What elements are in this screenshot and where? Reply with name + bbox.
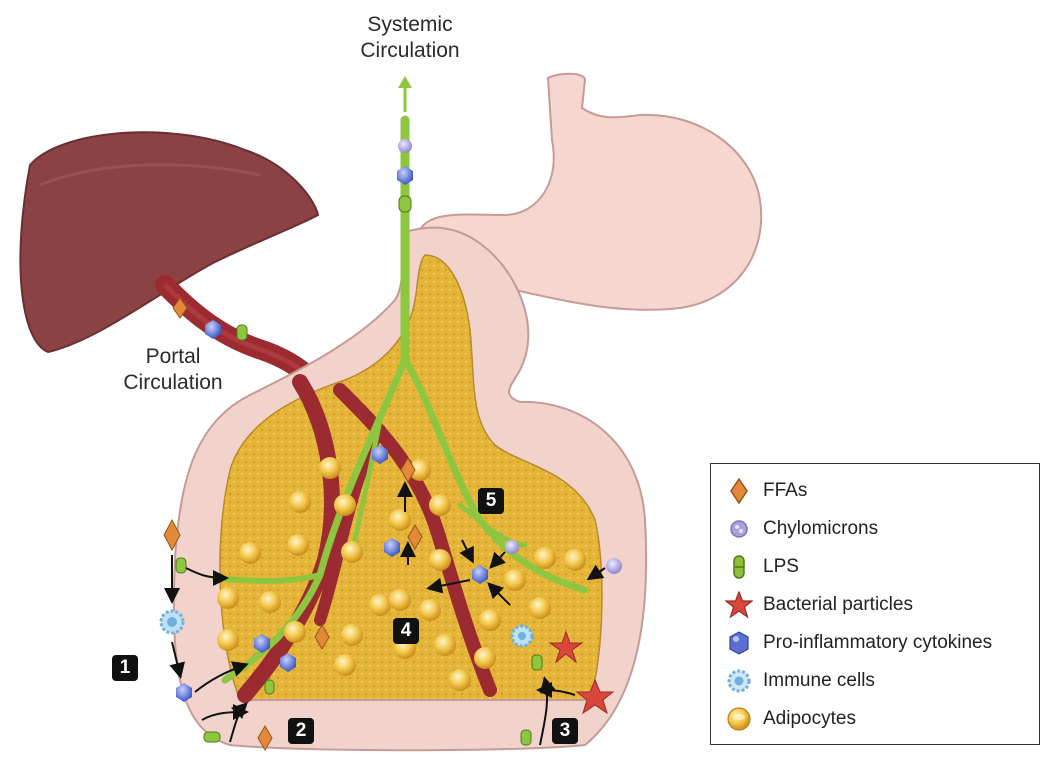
legend-item-chylomicrons: Chylomicrons xyxy=(725,512,878,546)
legend: FFAs Chylomicrons LPS Bacterial particle… xyxy=(710,463,1040,745)
legend-label: FFAs xyxy=(763,480,807,502)
lps-icon xyxy=(725,553,753,581)
adipocyte-icon xyxy=(725,705,753,733)
systemic-label-line2: Circulation xyxy=(355,38,465,64)
step-1-badge: 1 xyxy=(112,655,138,681)
ffa-diamond-icon xyxy=(725,477,753,505)
chylomicron-icon xyxy=(725,515,753,543)
cytokine-hexagon-icon xyxy=(725,629,753,657)
legend-item-adipocytes: Adipocytes xyxy=(725,702,856,736)
legend-item-bacterial-particles: Bacterial particles xyxy=(725,588,913,622)
bacterial-star-icon xyxy=(725,591,753,619)
step-2-badge: 2 xyxy=(288,718,314,744)
systemic-circulation-label: Systemic Circulation xyxy=(355,12,465,64)
portal-label-line1: Portal xyxy=(118,344,228,370)
portal-circulation-label: Portal Circulation xyxy=(118,344,228,396)
legend-item-ffas: FFAs xyxy=(725,474,807,508)
portal-label-line2: Circulation xyxy=(118,370,228,396)
legend-label: LPS xyxy=(763,556,799,578)
legend-label: Adipocytes xyxy=(763,708,856,730)
legend-item-cytokines: Pro-inflammatory cytokines xyxy=(725,626,992,660)
systemic-label-line1: Systemic xyxy=(355,12,465,38)
legend-label: Pro-inflammatory cytokines xyxy=(763,632,992,654)
legend-label: Immune cells xyxy=(763,670,875,692)
step-3-badge: 3 xyxy=(552,718,578,744)
legend-item-lps: LPS xyxy=(725,550,799,584)
immune-cell-icon xyxy=(725,667,753,695)
legend-item-immune-cells: Immune cells xyxy=(725,664,875,698)
legend-label: Bacterial particles xyxy=(763,594,913,616)
step-5-badge: 5 xyxy=(478,488,504,514)
legend-label: Chylomicrons xyxy=(763,518,878,540)
step-4-badge: 4 xyxy=(393,618,419,644)
